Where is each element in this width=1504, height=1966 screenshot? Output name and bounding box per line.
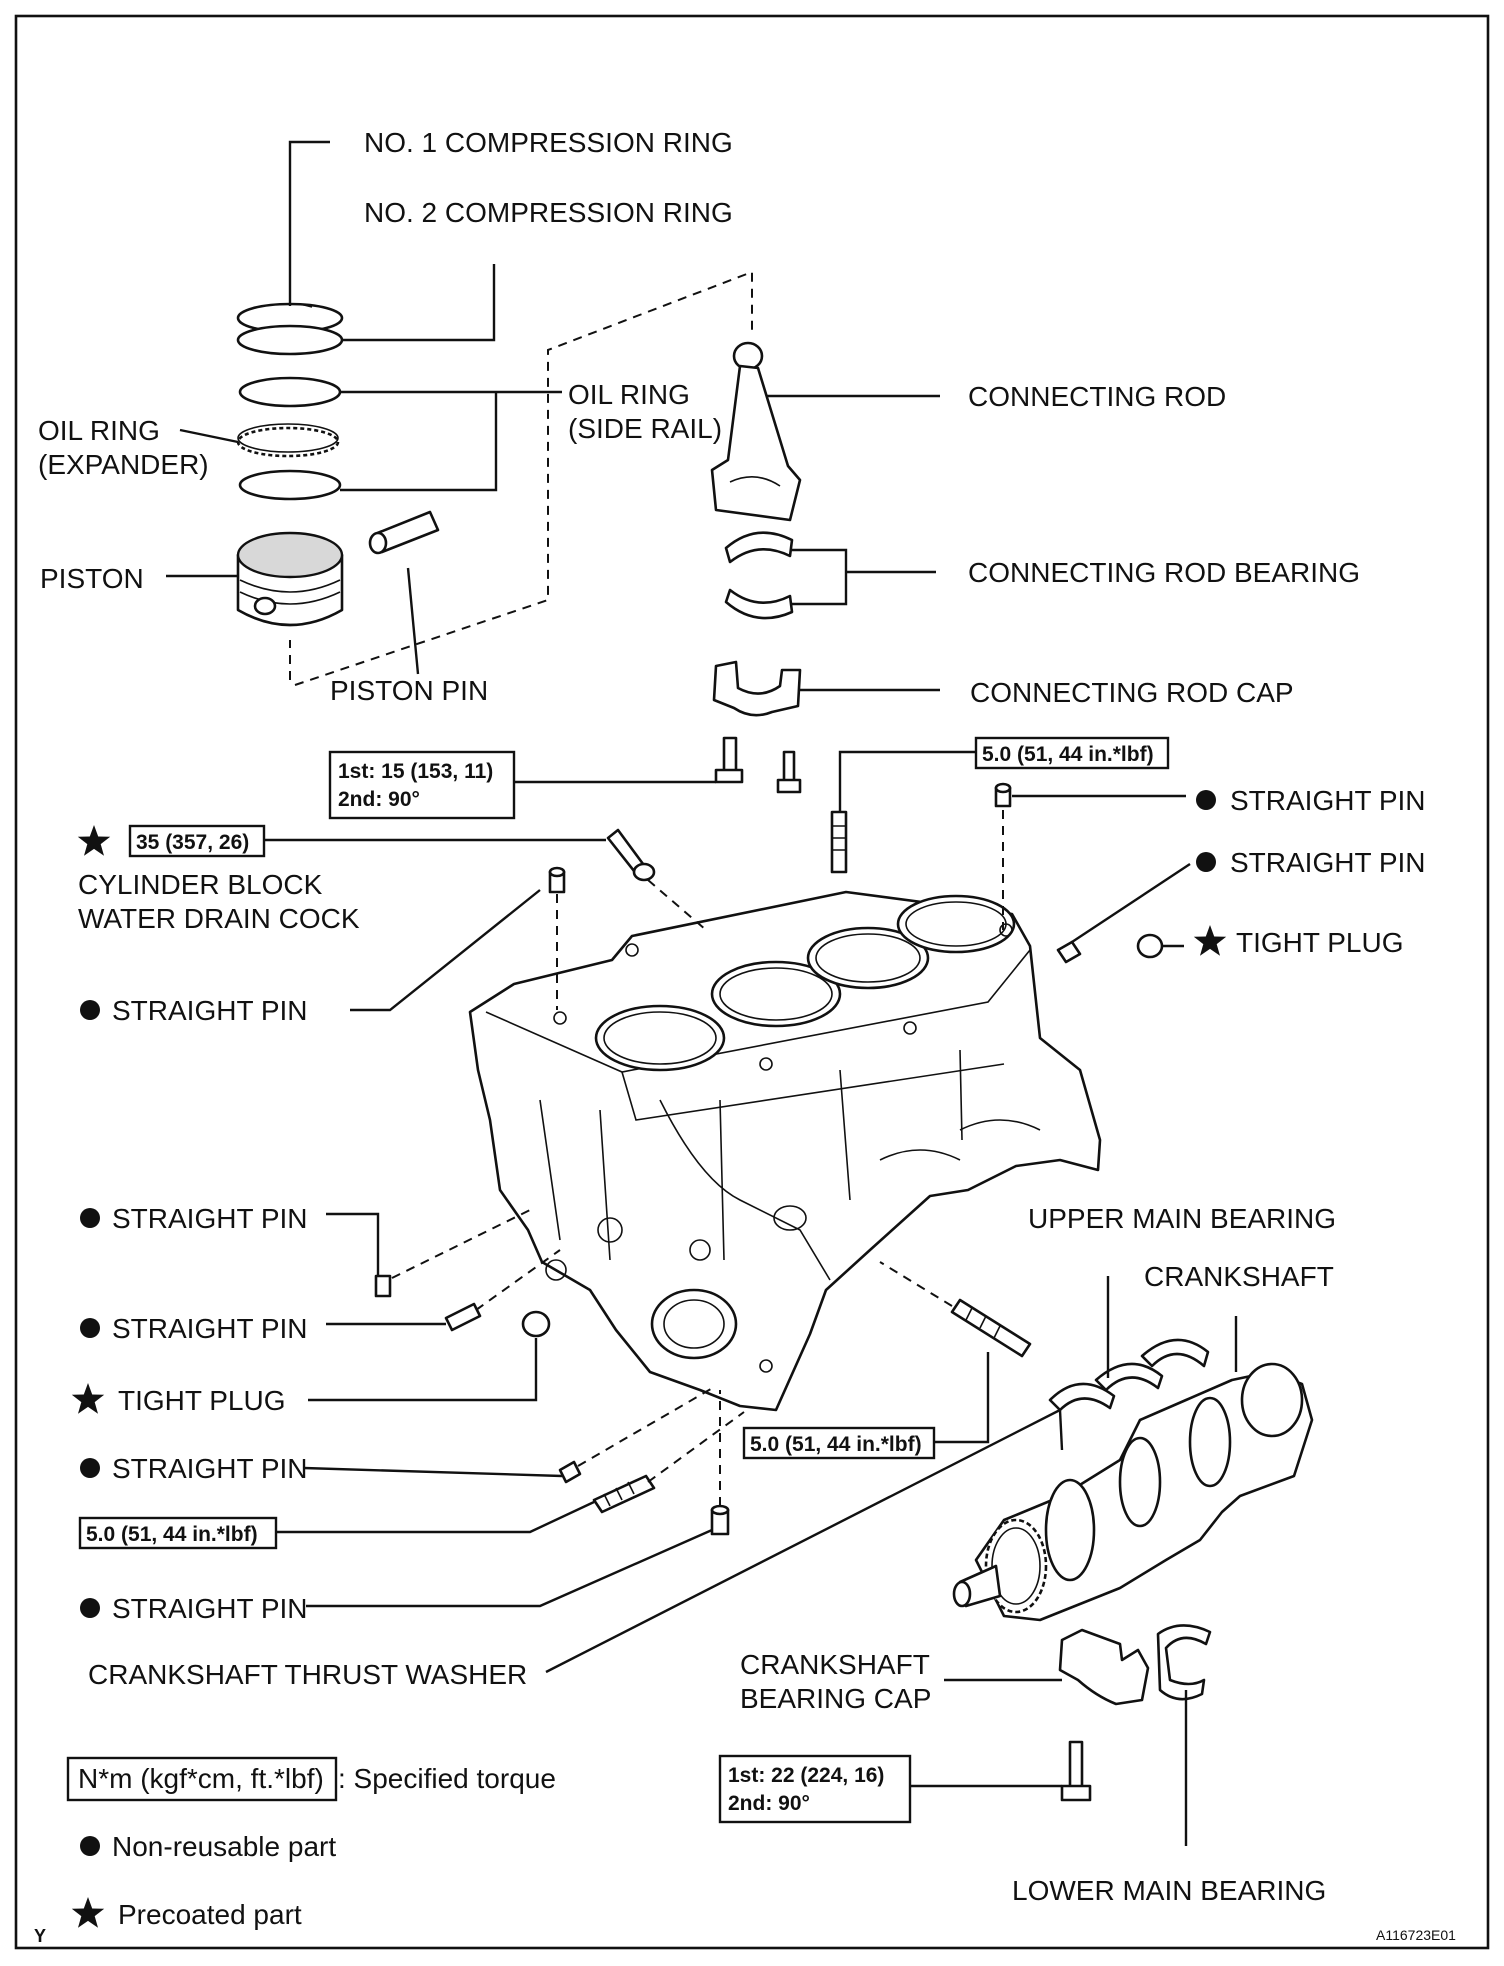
- non-reusable-icon: [1196, 790, 1216, 810]
- torque-drain-cock: 35 (357, 26): [136, 831, 249, 854]
- figure-border: [14, 14, 1490, 1950]
- footer-left-mark: Y: [34, 1926, 46, 1946]
- label-straight-pin-left-4: STRAIGHT PIN: [112, 1453, 308, 1484]
- label-piston-pin: PISTON PIN: [330, 675, 488, 706]
- crankshaft-drawing: [952, 1338, 1314, 1622]
- torque-box-stud-right: 5.0 (51, 44 in.*lbf): [742, 1426, 936, 1460]
- label-oil-ring-expander-line2: (EXPANDER): [38, 449, 209, 480]
- label-lower-main-bearing: LOWER MAIN BEARING: [1012, 1875, 1326, 1906]
- lower-pins-studs: [374, 1274, 1032, 1536]
- label-drain-cock-line1: CYLINDER BLOCK: [78, 869, 323, 900]
- label-no1-compression-ring: NO. 1 COMPRESSION RING: [364, 127, 733, 158]
- label-upper-main-bearing: UPPER MAIN BEARING: [1028, 1203, 1336, 1234]
- non-reusable-icon: [80, 1836, 100, 1856]
- torque-box-stud-left: 5.0 (51, 44 in.*lbf): [78, 1516, 278, 1550]
- torque-stud-right: 5.0 (51, 44 in.*lbf): [750, 1433, 922, 1456]
- label-no2-compression-ring: NO. 2 COMPRESSION RING: [364, 197, 733, 228]
- legend: N*m (kgf*cm, ft.*lbf) : Specified torque…: [66, 1756, 556, 1930]
- label-straight-pin-left-3: STRAIGHT PIN: [112, 1313, 308, 1344]
- label-bearing-cap-line2: BEARING CAP: [740, 1683, 931, 1714]
- upper-studs-pins: [548, 782, 1164, 964]
- precoated-star-icon: [71, 1897, 105, 1928]
- torque-stud-top: 5.0 (51, 44 in.*lbf): [982, 743, 1154, 766]
- bearing-cap-drawing: [1058, 1624, 1212, 1802]
- label-tight-plug-left: TIGHT PLUG: [118, 1385, 286, 1416]
- label-connecting-rod: CONNECTING ROD: [968, 381, 1226, 412]
- non-reusable-icon: [80, 1000, 100, 1020]
- torque-box-stud-top: 5.0 (51, 44 in.*lbf): [974, 736, 1170, 770]
- label-crankshaft: CRANKSHAFT: [1144, 1261, 1334, 1292]
- non-reusable-icon: [80, 1458, 100, 1478]
- non-reusable-icon: [80, 1598, 100, 1618]
- label-crankshaft-thrust-washer: CRANKSHAFT THRUST WASHER: [88, 1659, 527, 1690]
- torque-stud-left: 5.0 (51, 44 in.*lbf): [86, 1523, 258, 1546]
- label-connecting-rod-bearing: CONNECTING ROD BEARING: [968, 557, 1360, 588]
- label-straight-pin-left-5: STRAIGHT PIN: [112, 1593, 308, 1624]
- label-piston: PISTON: [40, 563, 144, 594]
- torque-box-rod-cap: 1st: 15 (153, 11) 2nd: 90°: [328, 750, 516, 820]
- torque-bearing-cap-second: 2nd: 90°: [728, 1792, 810, 1815]
- torque-bearing-cap-first: 1st: 22 (224, 16): [728, 1764, 884, 1787]
- label-oil-ring-expander-line1: OIL RING: [38, 415, 160, 446]
- non-reusable-icon: [80, 1318, 100, 1338]
- label-straight-pin-top-right: STRAIGHT PIN: [1230, 785, 1426, 816]
- torque-box-bearing-cap: 1st: 22 (224, 16) 2nd: 90°: [718, 1754, 912, 1824]
- connecting-rod-drawing: [710, 341, 802, 717]
- legend-torque-unit: N*m (kgf*cm, ft.*lbf): [78, 1763, 324, 1794]
- torque-rod-cap-first: 1st: 15 (153, 11): [338, 760, 493, 783]
- precoated-star-icon: [1193, 925, 1227, 956]
- leader-lines: [166, 140, 1238, 1846]
- piston-assembly-drawing: [236, 302, 440, 627]
- torque-box-drain-cock: 35 (357, 26): [77, 824, 266, 858]
- legend-torque-desc: : Specified torque: [338, 1763, 556, 1794]
- label-oil-ring-side-rail-line1: OIL RING: [568, 379, 690, 410]
- figure-id: A116723E01: [1376, 1927, 1456, 1943]
- label-straight-pin-left-1: STRAIGHT PIN: [112, 995, 308, 1026]
- legend-non-reusable: Non-reusable part: [112, 1831, 336, 1862]
- torque-rod-cap-second: 2nd: 90°: [338, 788, 420, 811]
- non-reusable-icon: [1196, 852, 1216, 872]
- label-straight-pin-right: STRAIGHT PIN: [1230, 847, 1426, 878]
- label-drain-cock-line2: WATER DRAIN COCK: [78, 903, 360, 934]
- rod-cap-bolts: [714, 736, 802, 794]
- label-oil-ring-side-rail-line2: (SIDE RAIL): [568, 413, 722, 444]
- label-straight-pin-left-2: STRAIGHT PIN: [112, 1203, 308, 1234]
- precoated-star-icon: [77, 825, 111, 856]
- precoated-star-icon: [71, 1383, 105, 1414]
- cylinder-block-drawing: [468, 890, 1102, 1412]
- label-bearing-cap-line1: CRANKSHAFT: [740, 1649, 930, 1680]
- legend-precoated: Precoated part: [118, 1899, 302, 1930]
- label-tight-plug-right: TIGHT PLUG: [1236, 927, 1404, 958]
- label-connecting-rod-cap: CONNECTING ROD CAP: [970, 677, 1294, 708]
- non-reusable-icon: [80, 1208, 100, 1228]
